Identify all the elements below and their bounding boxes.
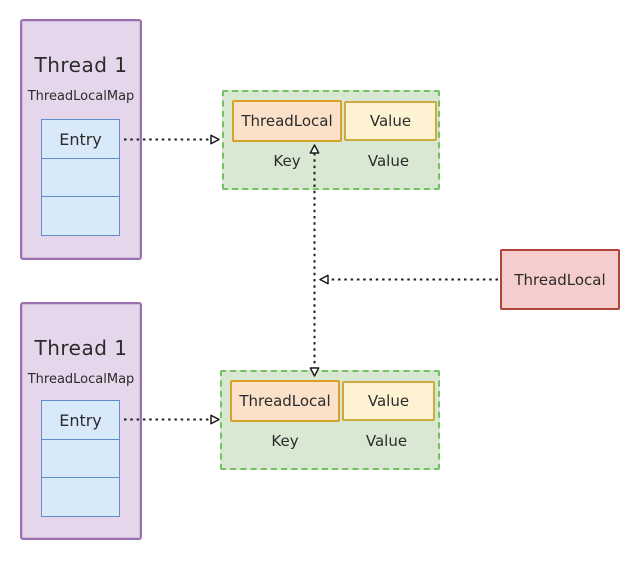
value-box: Value bbox=[344, 101, 437, 141]
entry-stack: Entry bbox=[41, 400, 120, 517]
value-caption: Value bbox=[365, 432, 408, 450]
entry-cell: Entry bbox=[41, 400, 120, 440]
thread-box-top: Thread 1 ThreadLocalMap Entry bbox=[20, 19, 142, 260]
arrow-ref-to-junction bbox=[319, 274, 498, 285]
value-caption: Value bbox=[367, 152, 410, 170]
entry-cell-empty bbox=[41, 196, 120, 236]
entry-cell-empty bbox=[41, 157, 120, 198]
value-box: Value bbox=[342, 381, 435, 421]
entry-cell-empty bbox=[41, 477, 120, 517]
thread-box-bottom: Thread 1 ThreadLocalMap Entry bbox=[20, 302, 142, 540]
threadlocalmap-label: ThreadLocalMap bbox=[27, 89, 135, 104]
map-entry-group-bottom: ThreadLocal Value Key Value bbox=[220, 370, 440, 470]
threadlocal-key-box: ThreadLocal bbox=[232, 100, 342, 142]
thread-title: Thread 1 bbox=[34, 53, 128, 77]
thread-title: Thread 1 bbox=[34, 336, 128, 360]
threadlocal-ref-box: ThreadLocal bbox=[500, 249, 620, 310]
entry-cell-empty bbox=[41, 438, 120, 479]
key-caption: Key bbox=[271, 432, 299, 450]
map-entry-group-top: ThreadLocal Value Key Value bbox=[222, 90, 440, 190]
threadlocalmap-label: ThreadLocalMap bbox=[27, 372, 135, 387]
entry-stack: Entry bbox=[41, 119, 120, 236]
entry-cell: Entry bbox=[41, 119, 120, 159]
key-caption: Key bbox=[273, 152, 301, 170]
threadlocal-key-box: ThreadLocal bbox=[230, 380, 340, 422]
